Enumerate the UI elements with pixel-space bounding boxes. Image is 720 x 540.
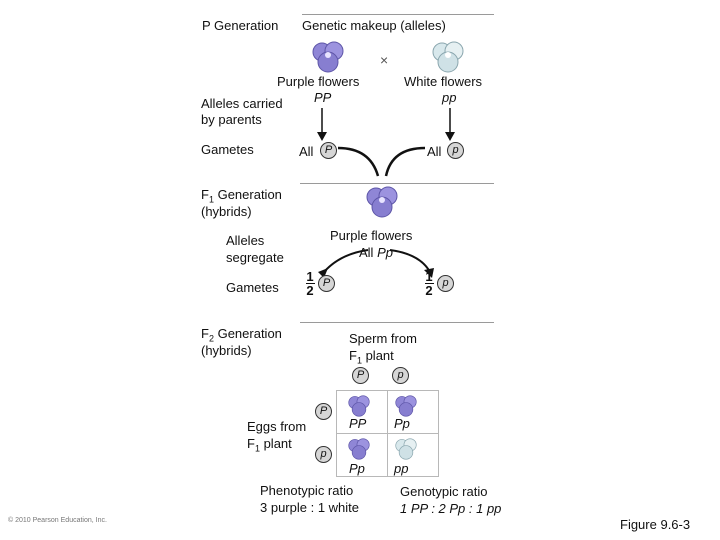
gamete-left-allele: P [318, 275, 335, 292]
top-rule [302, 14, 494, 15]
gamete-white-prefix: All [427, 144, 442, 159]
white-parent-arrow [445, 108, 455, 141]
gamete-right-fraction: 1 2 [424, 270, 434, 297]
p-gametes-label: Gametes [201, 142, 254, 157]
fertilization-curve-right [384, 146, 426, 177]
punnett-Pp-top-flower-image [395, 395, 417, 417]
egg-allele-P: P [315, 403, 332, 420]
punnett-cell-pp: pp [387, 433, 439, 477]
white-parent-alleles: pp [442, 90, 457, 105]
gamete-left-fraction: 1 2 [305, 270, 315, 297]
punnett-Pp-bottom-genotype: Pp [349, 461, 365, 476]
gamete-right-allele: p [437, 275, 454, 292]
p-generation-label: P Generation [202, 18, 279, 33]
purple-parent-arrow [317, 108, 327, 141]
punnett-Pp-top-genotype: Pp [394, 416, 410, 431]
copyright-notice: © 2010 Pearson Education, Inc. [8, 517, 107, 524]
alleles-segregate-label-1: Alleles [226, 233, 265, 248]
f2-hybrids-label: (hybrids) [201, 343, 252, 358]
gamete-right-numerator: 1 [425, 269, 433, 284]
white-parent-flower-image [432, 41, 464, 73]
gamete-white-allele: p [447, 142, 464, 159]
sperm-allele-P: P [352, 367, 369, 384]
cross-symbol: × [380, 52, 389, 68]
white-parent-petals [432, 41, 464, 73]
fertilization-curve [337, 146, 380, 177]
punnett-pp-flower-image [395, 438, 417, 460]
f1-hybrids-label: (hybrids) [201, 204, 252, 219]
phenotypic-ratio-value: 3 purple : 1 white [260, 500, 360, 515]
gamete-purple-prefix: All [299, 144, 314, 159]
segregation-arrows [318, 249, 434, 278]
purple-parent-petals [312, 41, 344, 73]
white-parent-label: White flowers [404, 74, 483, 89]
segregation-arrow-right [389, 249, 434, 278]
f1-gametes-label: Gametes [226, 280, 279, 295]
punnett-Pp-bottom-flower-image [348, 438, 370, 460]
purple-parent-alleles: PP [314, 90, 332, 105]
f1-generation-label: F1 Generation [201, 187, 282, 205]
alleles-carried-label: Alleles carried [201, 96, 283, 111]
sperm-label-1: Sperm from [349, 331, 417, 346]
gamete-left-numerator: 1 [306, 269, 314, 284]
punnett-PP-flower-image [348, 395, 370, 417]
figure-label: Figure 9.6-3 [620, 517, 691, 532]
gamete-right-denominator: 2 [425, 283, 433, 298]
sperm-label-2: F1 plant [349, 348, 394, 366]
alleles-segregate-label-2: segregate [226, 250, 284, 265]
phenotypic-ratio-title: Phenotypic ratio [260, 483, 354, 498]
gamete-left-denominator: 2 [306, 283, 314, 298]
f1-flower-alleles: All Pp [359, 245, 393, 260]
punnett-pp-genotype: pp [394, 461, 409, 476]
by-parents-label: by parents [201, 112, 262, 127]
f1-rule [300, 183, 494, 184]
purple-parent-flower-image [312, 41, 344, 73]
segregation-arrow-left [318, 249, 369, 278]
egg-allele-p: p [315, 446, 332, 463]
eggs-label-1: Eggs from [247, 419, 307, 434]
punnett-PP-genotype: PP [349, 416, 367, 431]
punnett-cell-PP: PP [336, 390, 388, 434]
punnett-cell-Pp-bottom: Pp [336, 433, 388, 477]
genetic-makeup-label: Genetic makeup (alleles) [302, 18, 446, 33]
purple-parent-label: Purple flowers [277, 74, 360, 89]
sperm-allele-p: p [392, 367, 409, 384]
genotypic-ratio-title: Genotypic ratio [400, 484, 488, 499]
gamete-purple-allele: P [320, 142, 337, 159]
f1-flower-petals [366, 186, 398, 218]
f1-purple-flower-image [366, 186, 398, 218]
eggs-label-2: F1 plant [247, 436, 292, 454]
genotypic-ratio-value: 1 PP : 2 Pp : 1 pp [400, 501, 502, 516]
p-arrows [317, 108, 455, 177]
f2-generation-label: F2 Generation [201, 326, 282, 344]
punnett-cell-Pp-top: Pp [387, 390, 439, 434]
f2-rule [300, 322, 494, 323]
f1-flower-label: Purple flowers [330, 228, 413, 243]
